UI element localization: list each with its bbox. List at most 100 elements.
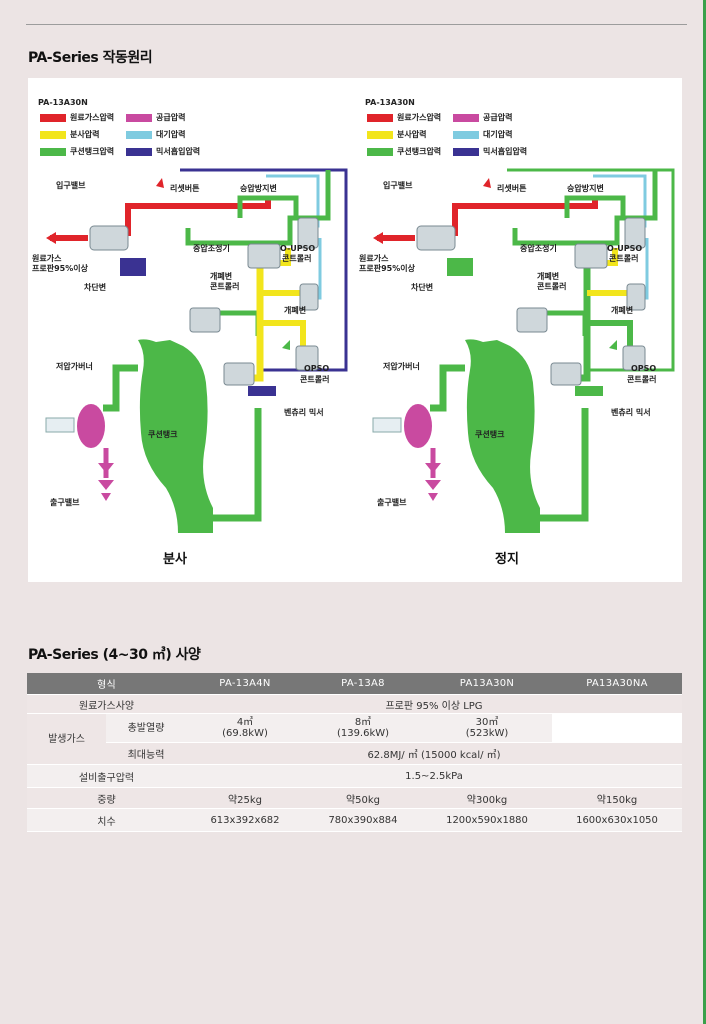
label-raw-gas: 원료가스 <box>32 254 62 263</box>
legend-swatch <box>367 113 393 122</box>
legend-swatch <box>40 113 66 122</box>
label-open-close-ctrl: 콘트롤러 <box>537 282 567 291</box>
legend-atmos: 대기압력 <box>126 130 185 140</box>
legend-swatch <box>40 147 66 156</box>
legend-cushion: 쿠션탱크압력 <box>40 147 114 157</box>
cell: 약50kg <box>304 787 422 809</box>
legend-swatch <box>126 130 152 139</box>
spec-table: 형식 PA-13A4N PA-13A8 PA13A30N PA13A30NA 원… <box>27 673 682 832</box>
row-label: 중량 <box>27 787 186 809</box>
row-value: 프로판 95% 이상 LPG <box>186 694 682 714</box>
row-value: 1.5~2.5kPa <box>186 764 682 788</box>
legend-swatch <box>40 130 66 139</box>
label-shutoff: 차단변 <box>411 283 434 292</box>
label-venturi: 벤츄리 믹서 <box>284 408 324 417</box>
legend-swatch <box>367 130 393 139</box>
label-propane: 프로판95%이상 <box>359 264 415 273</box>
table-row: 발생가스 총발열량 4㎥(69.8kW) 8㎥(139.6kW) 30㎥(523… <box>27 713 682 765</box>
legend-raw-gas: 원료가스압력 <box>367 113 441 123</box>
label-raw-gas: 원료가스 <box>359 254 389 263</box>
table-row: 설비출구압력 1.5~2.5kPa <box>27 764 682 788</box>
label-cushion-tank: 쿠션탱크 <box>475 430 505 439</box>
header-model-1: PA-13A4N <box>186 673 304 695</box>
top-divider <box>26 24 687 25</box>
label-outlet-valve: 출구밸브 <box>50 498 80 507</box>
legend-text: 공급압력 <box>483 113 513 122</box>
table-header-row: 형식 PA-13A4N PA-13A8 PA13A30N PA13A30NA <box>27 673 682 695</box>
label-opso-ctrl: 콘트롤러 <box>300 375 330 384</box>
cell: 780x390x884 <box>304 808 422 832</box>
legend-text: 믹서흡입압력 <box>156 147 201 156</box>
label-open-close-valve: 개폐변 <box>210 272 233 281</box>
legend-text: 원료가스압력 <box>70 113 115 122</box>
piping-diagram-spray <box>45 168 348 533</box>
label-reset-button: 리셋버튼 <box>170 184 200 193</box>
legend-swatch <box>126 113 152 122</box>
label-oupso: O-UPSO <box>280 244 316 253</box>
legend-supply: 공급압력 <box>453 113 512 123</box>
legend-text: 공급압력 <box>156 113 186 122</box>
legend-text: 원료가스압력 <box>397 113 442 122</box>
row-label: 설비출구압력 <box>27 764 186 788</box>
model-label: PA-13A30N <box>365 98 415 107</box>
legend-mixer: 믹서흡입압력 <box>126 147 200 157</box>
cell: 약25kg <box>186 787 304 809</box>
legend-swatch <box>453 147 479 156</box>
label-cushion-tank: 쿠션탱크 <box>148 430 178 439</box>
label-inlet-valve: 입구밸브 <box>56 181 86 190</box>
legend-swatch <box>453 113 479 122</box>
group-label: 발생가스 <box>27 713 106 765</box>
legend-text: 쿠션탱크압력 <box>397 147 442 156</box>
cell-line: 4㎥ <box>236 717 254 728</box>
label-open-close-valve: 개폐변 <box>537 272 560 281</box>
piping-diagram-stop <box>372 168 675 533</box>
row-label: 치수 <box>27 808 186 832</box>
label-propane: 프로판95%이상 <box>32 264 88 273</box>
label-opso-ctrl: 콘트롤러 <box>627 375 657 384</box>
label-opso: OPSO <box>631 364 657 373</box>
legend-atmos: 대기압력 <box>453 130 512 140</box>
cell: 1600x630x1050 <box>552 808 682 832</box>
legend-text: 쿠션탱크압력 <box>70 147 115 156</box>
diagram-panel: PA-13A30N 원료가스압력 공급압력 분사압력 대기압력 쿠션탱크압력 믹… <box>28 78 682 582</box>
legend-text: 대기압력 <box>483 130 513 139</box>
header-model-3: PA13A30N <box>422 673 552 695</box>
diagram-stop: PA-13A30N 원료가스압력 공급압력 분사압력 대기압력 쿠션탱크압력 믹… <box>355 78 682 582</box>
legend-text: 분사압력 <box>397 130 427 139</box>
header-model-4: PA13A30NA <box>552 673 682 695</box>
legend-spray: 분사압력 <box>40 130 99 140</box>
legend-text: 분사압력 <box>70 130 100 139</box>
label-open-close-valve2: 개폐변 <box>611 306 634 315</box>
cell: 613x392x682 <box>186 808 304 832</box>
label-open-close-valve2: 개폐변 <box>284 306 307 315</box>
cell-line: (523kW) <box>465 728 509 739</box>
section-title-specs: PA-Series (4~30 ㎥) 사양 <box>28 647 201 663</box>
legend-text: 대기압력 <box>156 130 186 139</box>
row-label: 원료가스사양 <box>27 694 186 714</box>
header-model-2: PA-13A8 <box>304 673 422 695</box>
label-mid-regulator: 중압조정기 <box>193 244 230 253</box>
label-outlet-valve: 출구밸브 <box>377 498 407 507</box>
mode-label: 정지 <box>495 552 519 567</box>
model-label: PA-13A30N <box>38 98 88 107</box>
legend-swatch <box>126 147 152 156</box>
label-pressure-prevent: 승압방지변 <box>567 184 604 193</box>
table-row: 원료가스사양 프로판 95% 이상 LPG <box>27 694 682 714</box>
label-opso: OPSO <box>304 364 330 373</box>
cell: 1200x590x1880 <box>422 808 552 832</box>
label-mid-regulator: 중압조정기 <box>520 244 557 253</box>
legend-swatch <box>367 147 393 156</box>
cell-line: 8㎥ <box>354 717 372 728</box>
cell: 8㎥(139.6kW) <box>304 713 422 743</box>
mode-label: 분사 <box>163 552 187 567</box>
table-row: 중량 약25kg 약50kg 약300kg 약150kg <box>27 787 682 809</box>
legend-cushion: 쿠션탱크압력 <box>367 147 441 157</box>
table-row: 최대능력 62.8MJ/ ㎥ (15000 kcal/ ㎥) <box>27 742 682 765</box>
cell: 약300kg <box>422 787 552 809</box>
label-open-close-ctrl: 콘트롤러 <box>210 282 240 291</box>
cell-line: 30㎥ <box>475 717 499 728</box>
right-accent-bar <box>703 0 706 1024</box>
label-reset-button: 리셋버튼 <box>497 184 527 193</box>
label-venturi: 벤츄리 믹서 <box>611 408 651 417</box>
label-inlet-valve: 입구밸브 <box>383 181 413 190</box>
